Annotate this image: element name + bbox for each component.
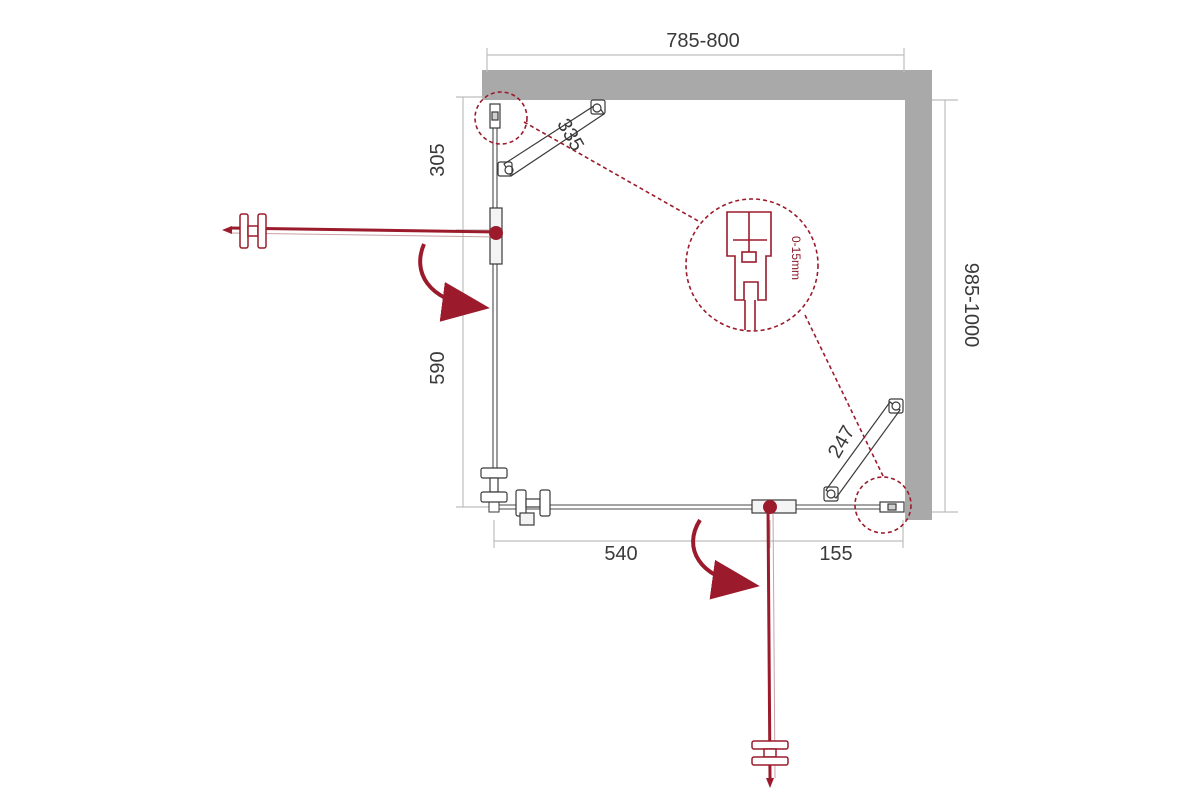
handle-bottom-closed	[515, 489, 797, 526]
open-door-bottom	[751, 500, 789, 788]
dim-right-height: 985-1000	[960, 263, 982, 348]
dim-adjust-range: 0-15mm	[789, 236, 803, 280]
swing-arrow-left	[418, 243, 490, 322]
dim-top-width: 785-800	[666, 30, 739, 52]
stabilizer-bar-bottom	[823, 398, 904, 502]
wall-profile-bottom-right	[879, 501, 905, 513]
profile-detail	[726, 211, 772, 330]
dim-bottom-fixed: 155	[819, 543, 852, 565]
dim-bottom-door: 540	[604, 543, 637, 565]
glass-panels	[488, 105, 903, 513]
wall-right	[905, 70, 932, 520]
handle-left-closed	[480, 207, 508, 503]
dim-left-door: 590	[427, 351, 449, 384]
wall-profile-top-left	[489, 103, 501, 129]
wall-top	[482, 70, 932, 100]
swing-arrow-bottom	[691, 518, 760, 600]
stabilizer-bar-top	[497, 99, 606, 177]
open-door-left	[222, 213, 503, 249]
dimension-lines	[456, 48, 958, 548]
dim-left-fixed: 305	[427, 143, 449, 176]
detail-callouts	[474, 91, 912, 534]
